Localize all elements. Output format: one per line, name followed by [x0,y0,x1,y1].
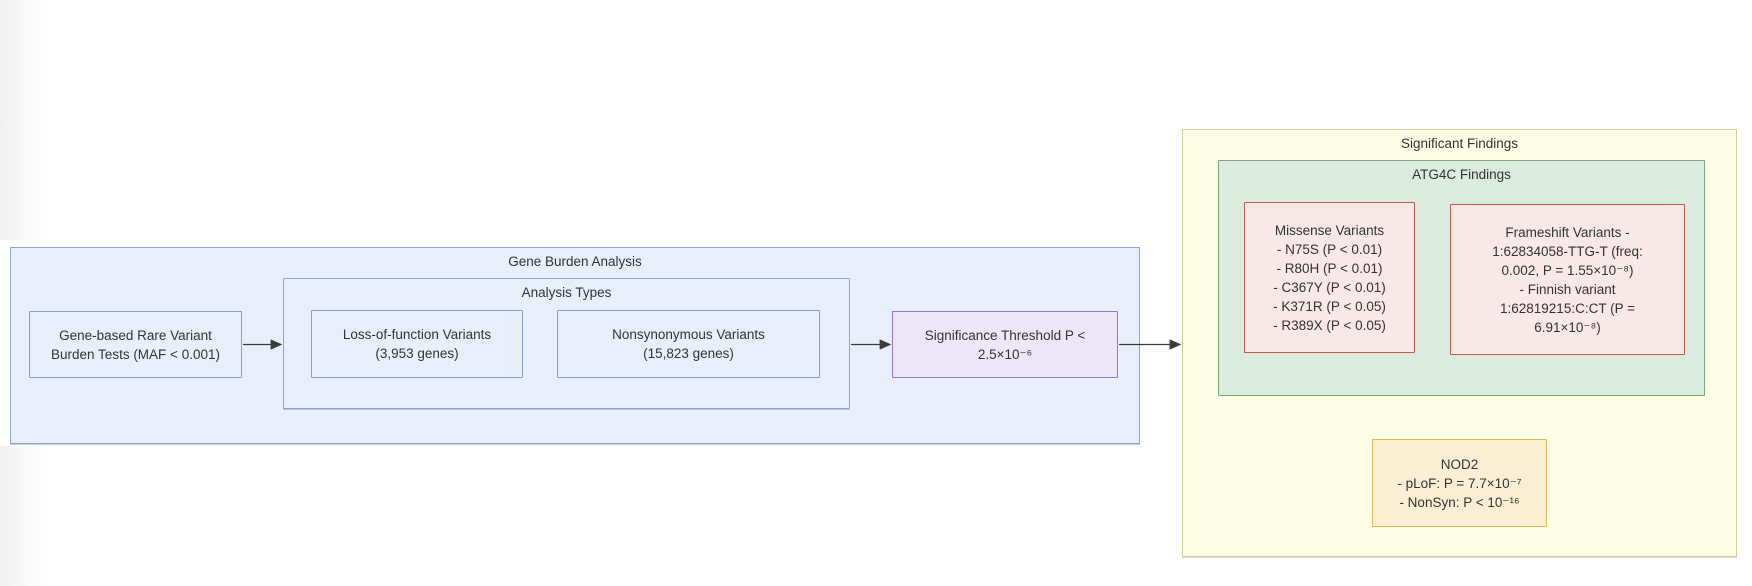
missense-variants-node: Missense Variants - N75S (P < 0.01) - R8… [1244,202,1415,353]
nonsynonymous-node: Nonsynonymous Variants (15,823 genes) [557,310,820,378]
burden-tests-node: Gene-based Rare Variant Burden Tests (MA… [29,311,242,378]
loss-of-function-node: Loss-of-function Variants (3,953 genes) [311,310,523,378]
atg4c-findings-title: ATG4C Findings [1412,167,1511,182]
gene-burden-analysis-title: Gene Burden Analysis [508,254,642,269]
significance-threshold-node: Significance Threshold P < 2.5×10⁻⁶ [892,311,1118,378]
page-edge-shading-top [0,0,48,240]
significant-findings-title: Significant Findings [1400,136,1519,151]
page-edge-shading-bottom [0,446,48,586]
analysis-types-title: Analysis Types [521,285,612,300]
nod2-node: NOD2 - pLoF: P = 7.7×10⁻⁷ - NonSyn: P < … [1372,439,1547,527]
frameshift-variants-node: Frameshift Variants - 1:62834058-TTG-T (… [1450,204,1685,355]
